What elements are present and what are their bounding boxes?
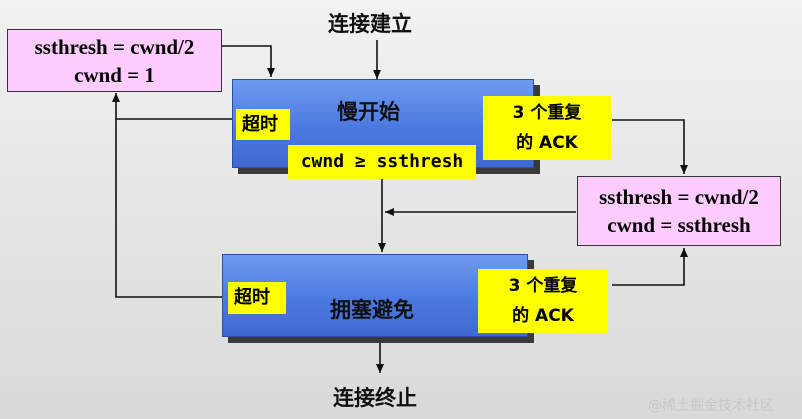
slow-start-timeout-label: 超时 [236,109,290,140]
ca-dupack-line2: 的 ACK [512,306,574,326]
reset-box-line2: cwnd = 1 [74,63,155,87]
ca-timeout-label: 超时 [228,282,286,314]
congestion-avoidance-state: 拥塞避免 超时 [222,254,528,337]
reset-box-line1: ssthresh = cwnd/2 [34,35,195,59]
slow-start-dupack-label: 3 个重复 的 ACK [483,96,611,160]
fast-recovery-box-line1: ssthresh = cwnd/2 [599,185,759,209]
transition-condition-label: cwnd ≥ ssthresh [288,145,476,179]
slow-start-title: 慢开始 [337,100,400,124]
slowstart-dupack-arrow [612,119,688,174]
reset-box: ssthresh = cwnd/2 cwnd = 1 [7,29,222,92]
end-label: 连接终止 [333,386,417,410]
congestion-avoidance-title: 拥塞避免 [330,298,414,322]
fast-recovery-box: ssthresh = cwnd/2 cwnd = ssthresh [577,176,781,246]
ca-dupack-arrow [612,248,688,286]
slowstart-timeout-arrow [112,93,232,120]
watermark: @稀土掘金技术社区 [648,398,774,414]
ca-dupack-label: 3 个重复 的 ACK [478,269,608,333]
ca-timeout-arrow [115,119,222,298]
fast-recovery-box-line2: cwnd = ssthresh [607,213,751,237]
slow-start-dupack-line1: 3 个重复 [512,103,582,123]
slow-start-dupack-line2: 的 ACK [516,133,578,153]
start-label: 连接建立 [328,12,412,36]
reset-to-slowstart-arrow [222,45,275,77]
ca-dupack-line1: 3 个重复 [508,276,578,296]
